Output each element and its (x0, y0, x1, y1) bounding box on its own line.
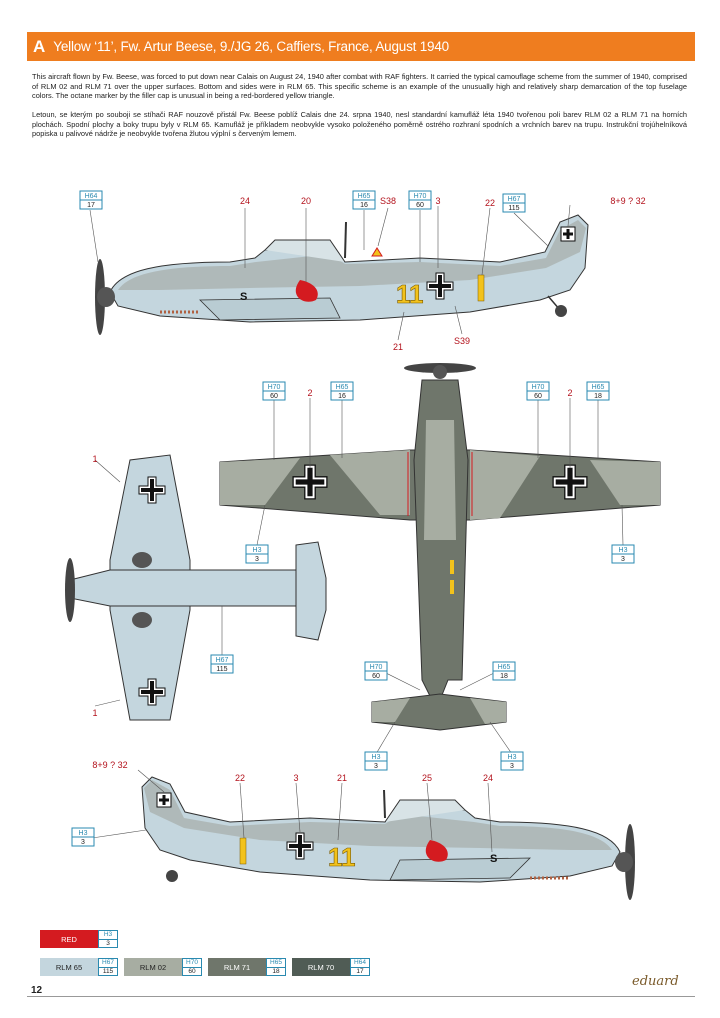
svg-text:H70: H70 (532, 384, 545, 391)
marker-22-bottom: 22 (235, 773, 245, 783)
description-english: This aircraft flown by Fw. Beese, was fo… (32, 72, 687, 101)
svg-text:H3: H3 (619, 547, 628, 554)
callout-h3-tail-left: H3 3 (364, 751, 388, 771)
svg-text:3: 3 (255, 556, 259, 563)
marker-3-top: 3 (435, 196, 440, 206)
swatch-rlm70-label: RLM 70 (292, 958, 350, 976)
page-number: 12 (31, 985, 43, 996)
marker-24-bottom: 24 (483, 773, 493, 783)
svg-text:H65: H65 (498, 664, 511, 671)
swatch-rlm71-label: RLM 71 (208, 958, 266, 976)
marker-8932-bottom: 8+9 ? 32 (92, 760, 127, 770)
svg-text:16: 16 (338, 393, 346, 400)
svg-text:60: 60 (270, 393, 278, 400)
bottom-view (65, 454, 327, 721)
title-bar: A Yellow ‘11’, Fw. Artur Beese, 9./JG 26… (27, 32, 695, 61)
svg-text:H67: H67 (508, 196, 521, 203)
aircraft-code-top: S (240, 291, 247, 303)
svg-text:18: 18 (594, 393, 602, 400)
marker-20-top: 20 (301, 196, 311, 206)
callout-h64-top: H64 17 (79, 190, 103, 210)
svg-text:18: 18 (500, 673, 508, 680)
callout-h70-wing-left: H70 60 (262, 381, 286, 401)
svg-text:H3: H3 (372, 754, 381, 761)
brand-logo: eduard (632, 974, 679, 989)
side-view-right: 11 S (141, 776, 635, 900)
callout-h67-bottom: H67 115 (210, 654, 234, 674)
marker-21-top: 21 (393, 342, 403, 352)
marker-3-bottom: 3 (293, 773, 298, 783)
svg-text:H65: H65 (592, 384, 605, 391)
callout-h3-side-bottom: H3 3 (71, 827, 95, 847)
svg-text:3: 3 (621, 556, 625, 563)
scheme-letter: A (33, 36, 46, 56)
svg-text:3: 3 (374, 763, 378, 770)
svg-text:H70: H70 (370, 664, 383, 671)
aircraft-code-bottom: S (490, 853, 497, 865)
swatch-rlm65-label: RLM 65 (40, 958, 98, 976)
footer-rule (27, 996, 695, 997)
svg-text:H64: H64 (85, 193, 98, 200)
swatch-red-label: RED (40, 930, 98, 948)
svg-text:H70: H70 (268, 384, 281, 391)
svg-text:3: 3 (81, 839, 85, 846)
marker-25: 25 (422, 773, 432, 783)
description-czech: Letoun, se kterým po souboji se stíhači … (32, 110, 687, 139)
top-view-upper (219, 363, 661, 731)
marker-21-bottom: 21 (337, 773, 347, 783)
marker-24-top: 24 (240, 196, 250, 206)
svg-text:H65: H65 (336, 384, 349, 391)
callout-h3-right: H3 3 (611, 544, 635, 564)
callout-h70-tail: H70 60 (364, 661, 388, 681)
svg-text:H3: H3 (508, 754, 517, 761)
callout-h67-top: H67 115 (502, 193, 526, 213)
svg-text:H65: H65 (358, 193, 371, 200)
callout-h3-left: H3 3 (245, 544, 269, 564)
svg-text:115: 115 (216, 666, 227, 673)
marker-s39: S39 (454, 336, 470, 346)
svg-text:3: 3 (510, 763, 514, 770)
marker-22-top: 22 (485, 198, 495, 208)
svg-text:115: 115 (508, 205, 519, 212)
svg-text:H70: H70 (414, 193, 427, 200)
svg-text:H3: H3 (253, 547, 262, 554)
marker-1-upper: 1 (92, 454, 97, 464)
callout-h70-wing-right: H70 60 (526, 381, 550, 401)
svg-text:60: 60 (534, 393, 542, 400)
svg-text:16: 16 (360, 202, 368, 209)
svg-text:H67: H67 (216, 657, 229, 664)
callout-h65-wing-right: H65 18 (586, 381, 610, 401)
marker-s38: S38 (380, 196, 396, 206)
svg-text:H3: H3 (79, 830, 88, 837)
svg-text:17: 17 (87, 202, 95, 209)
marker-2-right: 2 (567, 388, 572, 398)
callout-h65-wing-left: H65 16 (330, 381, 354, 401)
side-view-left: 11 S (95, 214, 589, 335)
swatch-rlm02-label: RLM 02 (124, 958, 182, 976)
callout-h65-tail: H65 18 (492, 661, 516, 681)
marker-1-lower: 1 (92, 708, 97, 718)
callout-h70-top: H70 60 (408, 190, 432, 210)
svg-text:60: 60 (372, 673, 380, 680)
callout-h65-top: H65 16 (352, 190, 376, 210)
callout-h3-tail-right: H3 3 (500, 751, 524, 771)
scheme-title: Yellow ‘11’, Fw. Artur Beese, 9./JG 26, … (53, 39, 449, 54)
svg-text:60: 60 (416, 202, 424, 209)
marker-2-left: 2 (307, 388, 312, 398)
marker-8932-top: 8+9 ? 32 (610, 196, 645, 206)
aircraft-number-bottom: 11 (328, 842, 356, 872)
aircraft-number-top: 11 (396, 279, 424, 309)
